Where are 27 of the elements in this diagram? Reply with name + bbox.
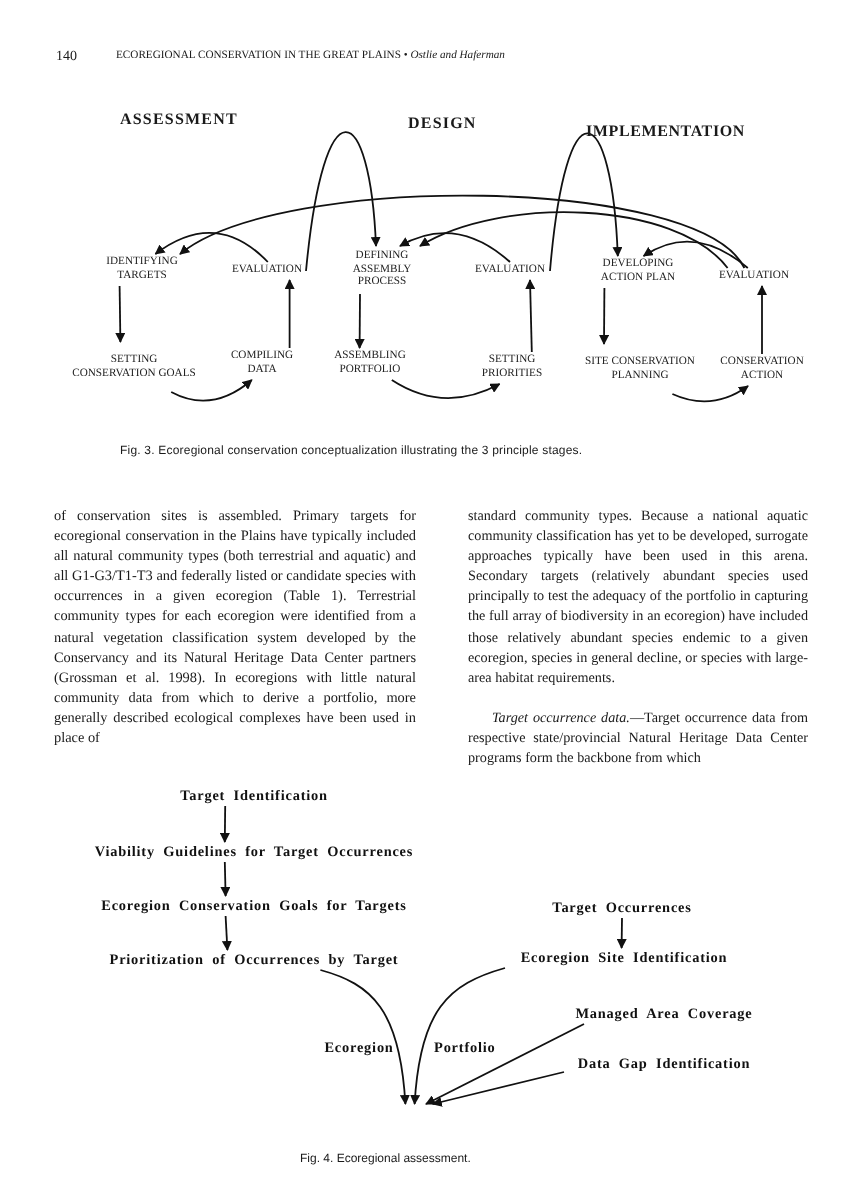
arrow <box>154 232 269 263</box>
arrow <box>419 211 729 269</box>
arrow <box>399 232 511 263</box>
arrow <box>425 1023 585 1105</box>
stage-heading: IMPLEMENTATION <box>586 122 747 140</box>
arrow <box>671 385 749 403</box>
arrow <box>410 967 506 1105</box>
arrow <box>115 285 126 343</box>
stage-heading: DESIGN <box>408 114 479 132</box>
arrow <box>284 279 295 349</box>
arrow <box>549 132 623 272</box>
arrow <box>179 194 746 269</box>
arrow <box>757 285 767 355</box>
arrow <box>642 240 749 269</box>
arrow <box>354 293 365 349</box>
arrow <box>390 379 501 399</box>
arrow <box>525 279 536 353</box>
arrow <box>221 915 232 951</box>
arrow <box>220 861 231 897</box>
arrow <box>219 805 230 843</box>
stage-heading: ASSESSMENT <box>120 110 240 128</box>
arrow <box>599 287 610 345</box>
arrow <box>431 1071 565 1107</box>
arrow <box>616 917 627 949</box>
arrow <box>305 131 381 272</box>
arrow <box>319 969 410 1105</box>
arrow <box>170 379 253 402</box>
